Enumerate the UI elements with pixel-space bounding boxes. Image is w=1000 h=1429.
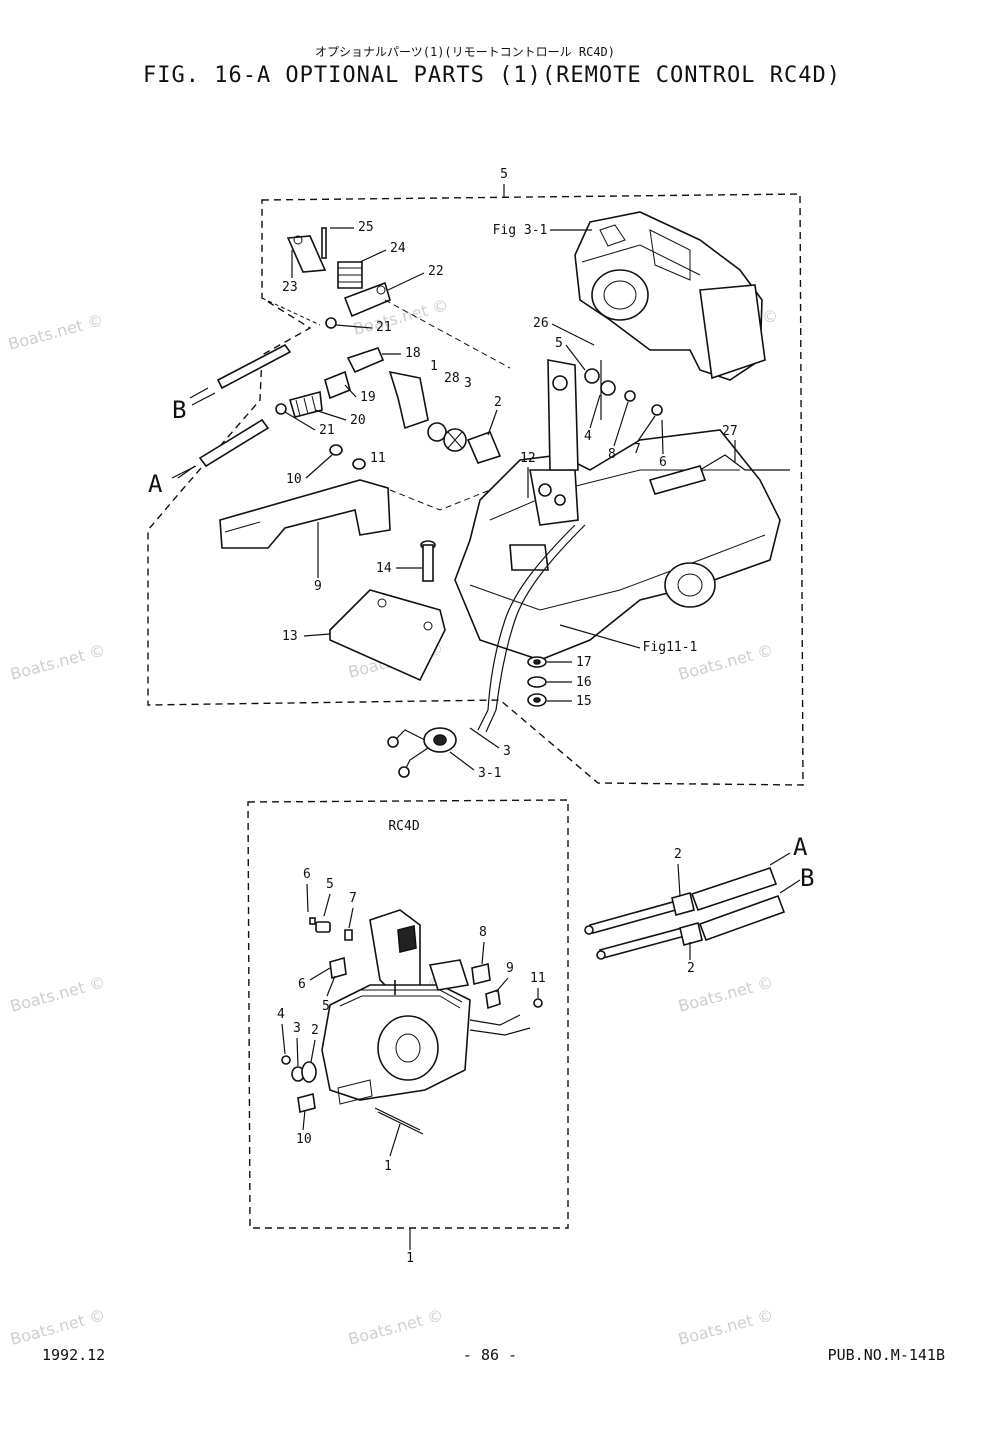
- main-bracket: [454, 359, 781, 661]
- footer-date: 1992.12: [42, 1346, 105, 1364]
- group-boundary-1: [247, 799, 569, 1229]
- callout-8: 8: [479, 925, 487, 940]
- callout-3: 3: [464, 376, 472, 391]
- callout-2: 2: [494, 395, 502, 410]
- callout-9: 9: [314, 579, 322, 594]
- callout-27: 27: [722, 424, 738, 439]
- callout-5-mid: 5: [322, 999, 330, 1014]
- bracket-9: [219, 479, 391, 549]
- figure-title: FIG. 16-A OPTIONAL PARTS (1)(REMOTE CONT…: [143, 63, 841, 88]
- callout-7: 7: [349, 891, 357, 906]
- callout-5-top: 5: [326, 877, 334, 892]
- callout-16: 16: [576, 675, 592, 690]
- callout-10: 10: [286, 472, 302, 487]
- cable-end-b-upper: B: [172, 396, 186, 424]
- lower-callouts: 6 5 7 8 9 11 6 5 4 3 2 10 1: [277, 867, 546, 1174]
- cable-ends-upper: [177, 343, 292, 479]
- callout-8: 8: [608, 447, 616, 462]
- callout-11: 11: [530, 971, 546, 986]
- callout-2: 2: [311, 1023, 319, 1038]
- link-parts: [275, 227, 663, 470]
- callout-11: 11: [370, 451, 386, 466]
- callout-19: 19: [360, 390, 376, 405]
- cable-end-b-lower: B: [800, 864, 814, 892]
- callout-14: 14: [376, 561, 392, 576]
- bolt-14: [420, 540, 436, 582]
- callout-3-cable: 3: [503, 744, 511, 759]
- callout-1: 1: [384, 1159, 392, 1174]
- watermark-text: Boats.net ©: [8, 972, 107, 1016]
- group-label-5: 5: [500, 167, 508, 182]
- callout-4: 4: [277, 1007, 285, 1022]
- plate-13: [329, 589, 446, 682]
- callout-4: 4: [584, 429, 592, 444]
- callout-21-bottom: 21: [319, 423, 335, 438]
- callout-12: 12: [520, 451, 536, 466]
- callout-9: 9: [506, 961, 514, 976]
- control-cable-outer: [485, 524, 586, 733]
- watermark-text: Boats.net ©: [8, 640, 107, 684]
- lower-assembly-rc4d: RC4D 1: [247, 799, 569, 1266]
- callout-2-cable-top: 2: [674, 847, 682, 862]
- callout-10: 10: [296, 1132, 312, 1147]
- upper-assembly: 5: [147, 167, 804, 786]
- footer-page-number: - 86 -: [463, 1346, 517, 1364]
- group-label-1: 1: [406, 1251, 414, 1266]
- callout-5: 5: [555, 336, 563, 351]
- callout-15: 15: [576, 694, 592, 709]
- callout-28: 28: [444, 371, 460, 386]
- rc4d-small-parts: [281, 917, 543, 1135]
- callout-6-mid: 6: [298, 977, 306, 992]
- washer-16: [527, 676, 547, 688]
- callout-3: 3: [293, 1021, 301, 1036]
- callout-26: 26: [533, 316, 549, 331]
- cable-end-a-lower: A: [793, 833, 808, 861]
- callout-13: 13: [282, 629, 298, 644]
- rc4d-label: RC4D: [388, 819, 419, 834]
- callout-22: 22: [428, 264, 444, 279]
- watermark-text: Boats.net ©: [6, 310, 105, 354]
- control-cable: [477, 524, 576, 731]
- watermark-text: Boats.net ©: [8, 1305, 107, 1349]
- leader-line: [559, 624, 641, 649]
- cables-lower-right: A B 2 2: [584, 833, 814, 976]
- callout-7: 7: [633, 442, 641, 457]
- engine-block: [574, 211, 766, 381]
- ref-fig3-1: Fig 3-1: [493, 223, 548, 238]
- ref-fig11-1: Fig11-1: [643, 640, 698, 655]
- callout-23: 23: [282, 280, 298, 295]
- watermark-text: Boats.net ©: [676, 972, 775, 1016]
- callout-21-top: 21: [376, 320, 392, 335]
- callout-17: 17: [576, 655, 592, 670]
- callout-20: 20: [350, 413, 366, 428]
- key-switch: [387, 727, 457, 778]
- figure-subtitle-japanese: オプショナルパーツ(1)(リモートコントロール RC4D): [315, 45, 615, 59]
- remote-control-box: [321, 909, 531, 1105]
- callout-6: 6: [659, 455, 667, 470]
- callout-1: 1: [430, 359, 438, 374]
- cable-end-a-upper: A: [148, 470, 163, 498]
- group-boundary-5: [147, 193, 804, 786]
- callout-18: 18: [405, 346, 421, 361]
- callout-3-1: 3-1: [478, 766, 501, 781]
- callout-2-cable-bottom: 2: [687, 961, 695, 976]
- upper-callouts: 25 24 22 23 21 18 1 28 3 19 20 21 2 10: [282, 220, 738, 781]
- callout-25: 25: [358, 220, 374, 235]
- footer-publication-number: PUB.NO.M-141B: [828, 1346, 945, 1364]
- watermark-text: Boats.net ©: [346, 1305, 445, 1349]
- watermark-text: Boats.net ©: [676, 1305, 775, 1349]
- callout-6-top: 6: [303, 867, 311, 882]
- callout-24: 24: [390, 241, 406, 256]
